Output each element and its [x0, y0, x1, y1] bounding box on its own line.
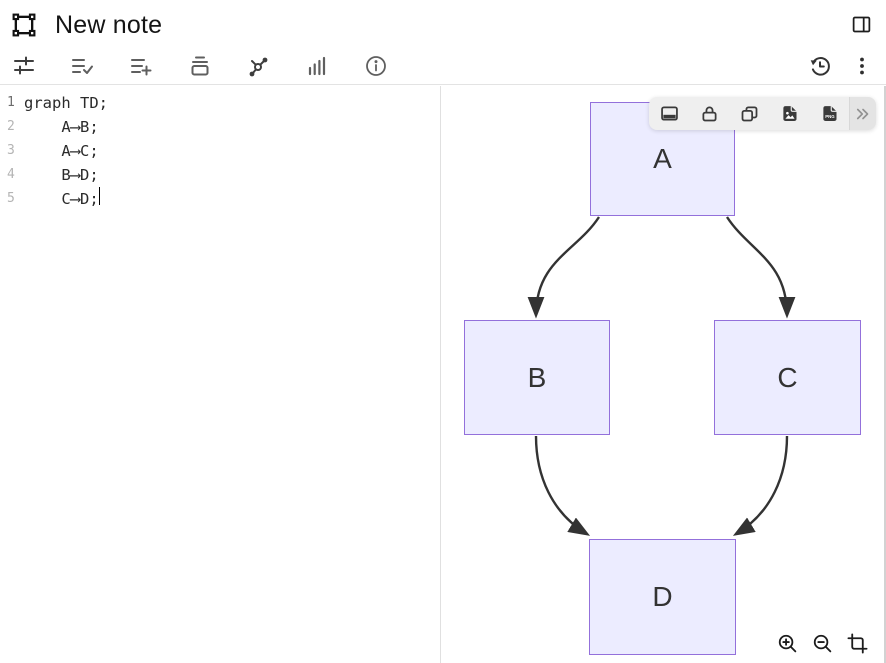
svg-text:PNG: PNG: [825, 114, 835, 119]
diagram-edges: [527, 216, 796, 536]
header: New note: [0, 0, 886, 48]
code-text[interactable]: A⟶B;: [24, 118, 99, 136]
panel-right-icon[interactable]: [851, 14, 872, 35]
flow-node-D[interactable]: D: [589, 539, 736, 655]
page-title: New note: [55, 11, 163, 39]
group-icon: [10, 11, 38, 39]
flow-node-B[interactable]: B: [464, 320, 610, 435]
node-label: D: [652, 581, 673, 612]
line-number: 5: [7, 191, 15, 206]
line-number: 4: [7, 167, 15, 182]
edge-B-D: [534, 435, 591, 536]
code-text[interactable]: graph TD;: [24, 94, 108, 112]
code-text[interactable]: B⟶D;: [24, 166, 99, 184]
code-line: 5 C⟶D;: [0, 187, 440, 211]
list-plus-icon[interactable]: [129, 54, 153, 78]
edge-A-C: [725, 216, 796, 319]
panel-bottom-icon[interactable]: [649, 97, 689, 130]
code-editor[interactable]: 1 graph TD; 2 A⟶B; 3 A⟶C; 4 B⟶D; 5 C⟶D;: [0, 86, 441, 663]
archive-icon[interactable]: [188, 54, 212, 78]
file-png-icon[interactable]: PNG: [809, 97, 849, 130]
zoom-in-icon[interactable]: [776, 632, 799, 655]
node-label: A: [653, 143, 672, 174]
bar-chart-icon[interactable]: [305, 54, 329, 78]
file-image-icon[interactable]: [769, 97, 809, 130]
sliders-icon[interactable]: [12, 54, 36, 78]
kebab-menu-icon[interactable]: [850, 54, 874, 78]
edge-A-B: [527, 216, 601, 319]
copy-icon[interactable]: [729, 97, 769, 130]
node-label: C: [777, 361, 798, 393]
code-text[interactable]: A⟶C;: [24, 142, 99, 160]
code-line: 4 B⟶D;: [0, 163, 440, 187]
lock-icon[interactable]: [689, 97, 729, 130]
list-check-icon[interactable]: [70, 54, 94, 78]
line-number: 3: [7, 143, 15, 158]
code-text[interactable]: C⟶D;: [24, 190, 99, 208]
code-line: 1 graph TD;: [0, 91, 440, 115]
chevrons-right-icon[interactable]: [849, 97, 876, 130]
zoom-out-icon[interactable]: [811, 632, 834, 655]
edge-C-D: [732, 435, 789, 536]
share-network-icon[interactable]: [246, 54, 270, 78]
history-icon[interactable]: [808, 54, 832, 78]
flow-node-C[interactable]: C: [714, 320, 861, 435]
crop-icon[interactable]: [846, 632, 869, 655]
code-line: 3 A⟶C;: [0, 139, 440, 163]
code-line: 2 A⟶B;: [0, 115, 440, 139]
line-number: 1: [7, 95, 15, 110]
toolbar: [0, 48, 886, 85]
node-label: B: [527, 361, 547, 393]
preview-toolbar: PNG: [649, 97, 876, 130]
text-cursor: [98, 187, 101, 205]
info-circle-icon[interactable]: [364, 54, 388, 78]
line-number: 2: [7, 119, 15, 134]
diagram-preview[interactable]: A B C D: [442, 86, 886, 663]
